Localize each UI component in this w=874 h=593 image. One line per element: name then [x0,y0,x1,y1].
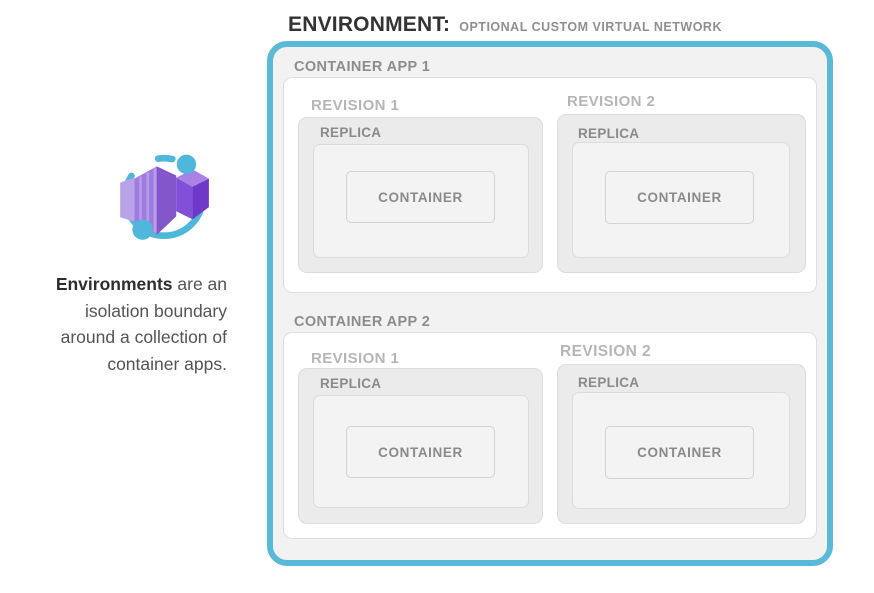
small-cube-side-icon [192,178,209,220]
app1-revision-1-replica-label: REPLICA [320,125,382,140]
caption-line-4: container apps. [107,353,227,374]
app2-revision-2-label: REVISION 2 [560,343,651,360]
app2-revision-1-replica-label: REPLICA [320,376,382,391]
environment-title: ENVIRONMENT: [288,13,451,36]
environments-caption: Environments are an isolation boundary a… [22,271,227,377]
diagram-header: ENVIRONMENT: OPTIONAL CUSTOM VIRTUAL NET… [288,13,722,37]
cube-right-face-icon [156,166,177,235]
caption-line-1: Environments are an [55,274,227,294]
app1-revision-2-container-box: CONTAINER [605,171,754,224]
app1-revision-1-label: REVISION 1 [311,97,400,114]
app2-revision-1-container-box: CONTAINER [346,426,495,478]
caption-lead-word: Environments [55,274,173,294]
small-cube-front-icon [176,177,193,220]
app1-revision-2-label: REVISION 2 [567,93,656,110]
app2-revision-2-replica-label: REPLICA [578,375,640,390]
cube-left-panel-icon [120,177,135,222]
caption-line-2: isolation boundary [84,300,227,321]
app1-revision-2-replica-label: REPLICA [578,126,640,141]
orbit-node-bottom-icon [132,219,153,240]
environment-title-qualifier: OPTIONAL CUSTOM VIRTUAL NETWORK [459,20,722,34]
app2-revision-1-label: REVISION 1 [311,350,400,367]
container-app-2-label: CONTAINER APP 2 [294,314,431,330]
azure-container-apps-icon [113,148,215,250]
azure-container-apps-icon-svg [120,154,209,240]
orbit-node-top-icon [176,154,197,175]
app1-revision-1-container-box: CONTAINER [346,171,495,223]
container-app-1-label: CONTAINER APP 1 [294,59,431,75]
caption-line-3: around a collection of [60,327,227,347]
app2-revision-2-container-box: CONTAINER [605,426,754,479]
